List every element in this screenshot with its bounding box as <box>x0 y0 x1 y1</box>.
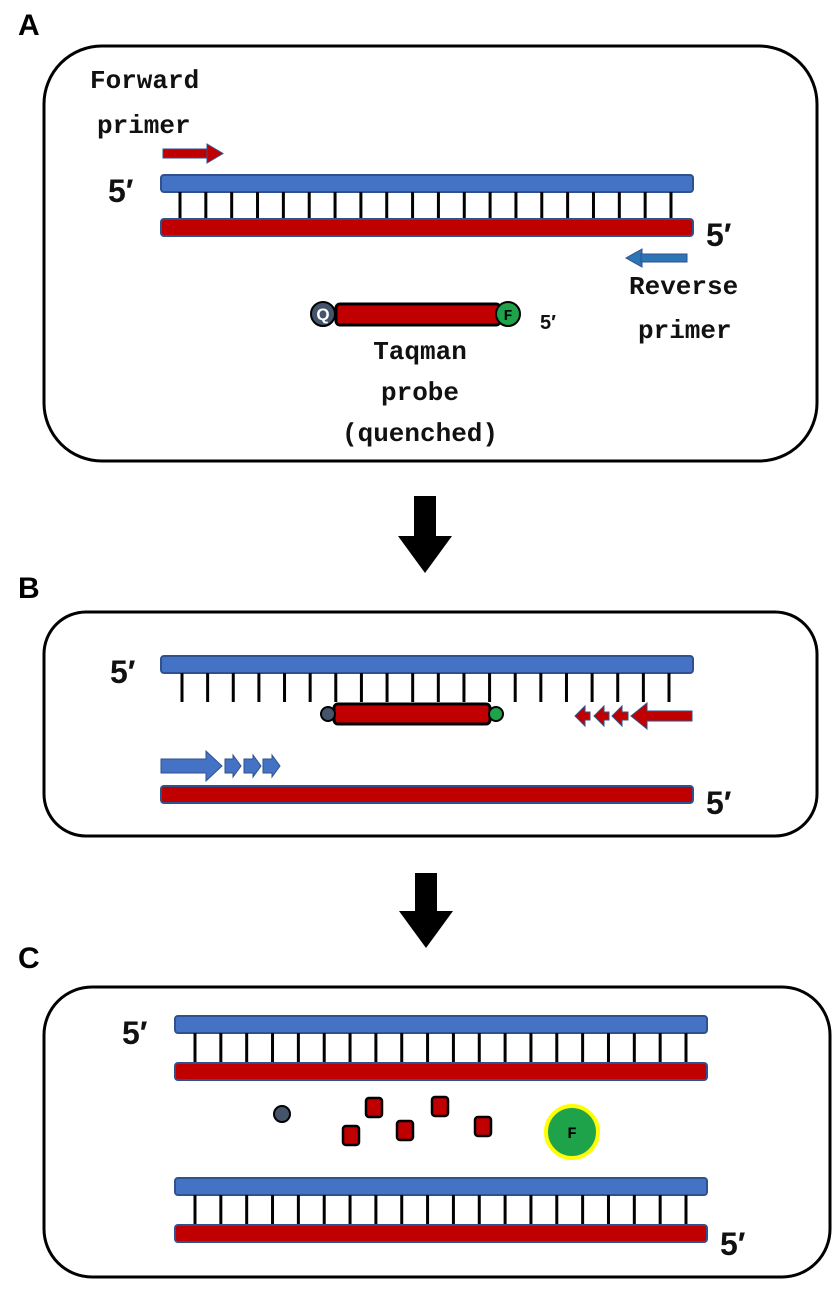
step-arrow-b-to-c <box>399 873 453 948</box>
product-2-strand-blue <box>174 1177 708 1196</box>
base-pairs-c1 <box>193 1033 688 1063</box>
reverse-extension-arrows <box>574 701 693 731</box>
fluorophore-f-icon: F <box>495 301 521 327</box>
step-arrow-a-to-b <box>398 496 452 573</box>
panel-label-b: B <box>18 572 40 605</box>
probe-fragment <box>364 1096 384 1119</box>
template-strand-blue-a <box>160 174 694 193</box>
panel-b-frame <box>42 610 819 838</box>
five-prime-label-b-bottom: 5′ <box>706 785 732 821</box>
probe-caption-1: Taqman <box>373 337 467 367</box>
template-strand-red-a <box>160 218 694 237</box>
reverse-primer-label-2: primer <box>638 316 732 346</box>
quencher-q-icon: Q <box>310 301 336 327</box>
five-prime-label-a-top: 5′ <box>108 173 134 209</box>
base-pairs-b <box>180 673 671 702</box>
five-prime-label-a-bottom: 5′ <box>706 217 732 253</box>
free-fluorophore-label: F <box>567 1125 577 1143</box>
probe-fragment <box>395 1119 415 1142</box>
bound-quencher-icon <box>320 706 336 722</box>
quencher-label: Q <box>316 305 329 324</box>
five-prime-label-b-top: 5′ <box>110 654 136 690</box>
probe-fragment <box>430 1095 450 1118</box>
panel-label-a: A <box>18 9 40 42</box>
five-prime-label-c-bottom: 5′ <box>720 1226 746 1262</box>
panel-a-frame <box>42 44 819 463</box>
bound-probe-body <box>332 702 492 726</box>
taqman-probe-body <box>334 302 502 327</box>
probe-five-prime-label: 5′ <box>540 312 556 334</box>
free-quencher-icon <box>273 1105 291 1123</box>
reverse-primer-arrow <box>624 248 688 268</box>
probe-caption-2: probe <box>381 378 459 408</box>
product-1-strand-blue <box>174 1015 708 1034</box>
template-strand-red-b <box>160 785 694 804</box>
product-2-strand-red <box>174 1224 708 1243</box>
panel-label-c: C <box>18 942 40 975</box>
fluorophore-label: F <box>503 308 512 325</box>
probe-fragments <box>341 1095 493 1147</box>
product-1-strand-red <box>174 1062 708 1081</box>
probe-fragment <box>341 1124 361 1147</box>
probe-fragment <box>473 1115 493 1138</box>
probe-caption-3: (quenched) <box>342 419 498 449</box>
forward-primer-label-1: Forward <box>90 66 199 96</box>
base-pairs-a <box>178 192 673 219</box>
forward-extension-arrows <box>160 749 281 783</box>
panel-c-frame <box>42 985 832 1279</box>
template-strand-blue-b <box>160 655 694 674</box>
bound-fluorophore-icon <box>488 706 504 722</box>
free-fluorophore-icon: F <box>544 1104 600 1160</box>
forward-primer-label-2: primer <box>97 111 191 141</box>
forward-primer-arrow <box>162 143 224 164</box>
reverse-primer-label-1: Reverse <box>629 272 738 302</box>
base-pairs-c2 <box>193 1195 688 1225</box>
five-prime-label-c-top: 5′ <box>122 1015 148 1051</box>
